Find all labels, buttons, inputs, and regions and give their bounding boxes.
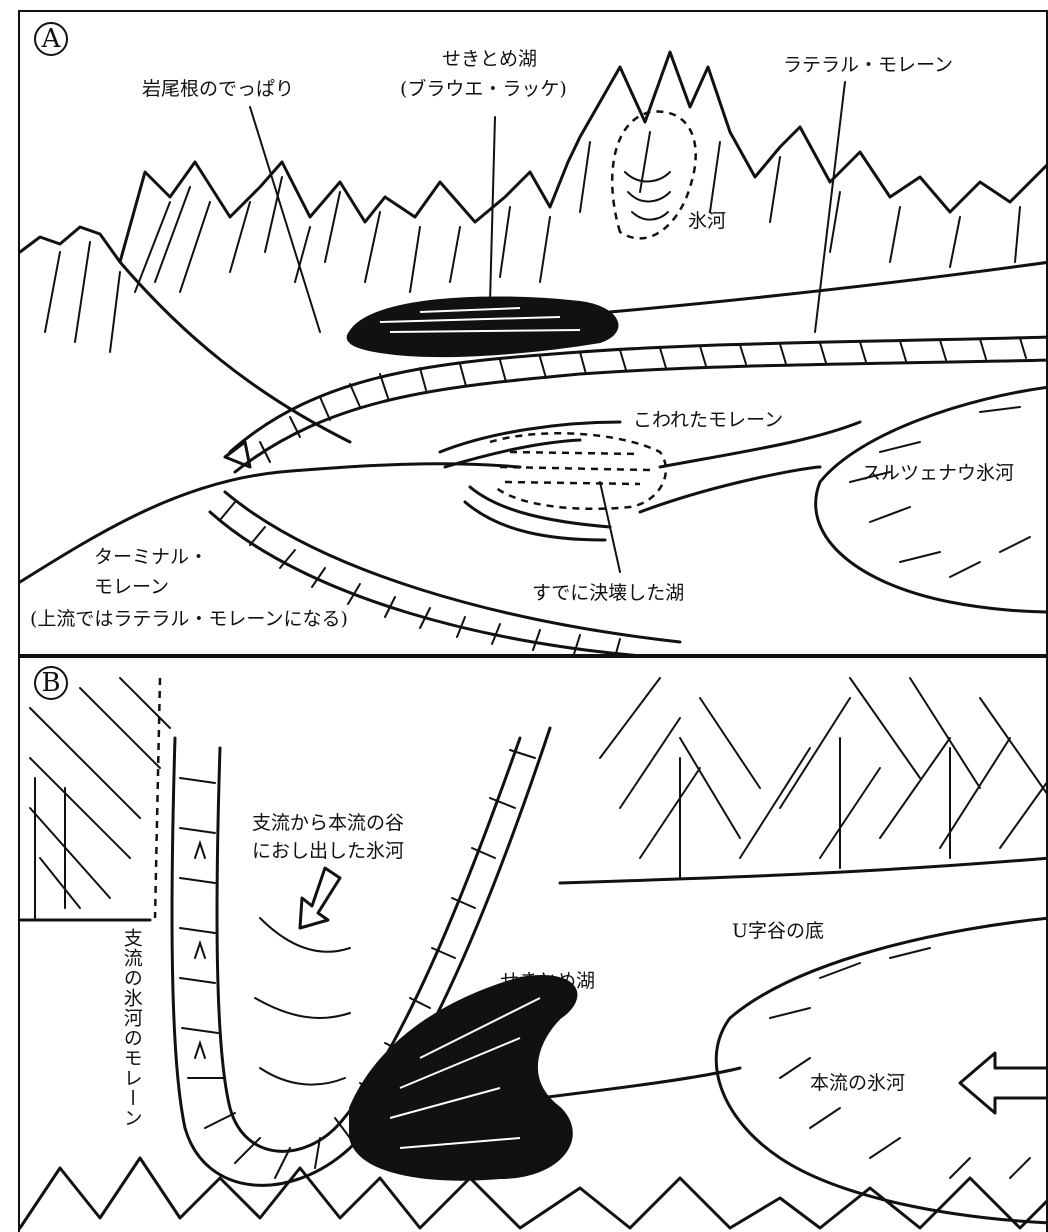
mountain-base-line [608, 261, 1046, 314]
terminal-moraine-top [223, 490, 682, 644]
small-glacier-lines [624, 171, 671, 221]
label-terminal-moraine-2: モレーン [94, 576, 170, 598]
right-ground-line [558, 856, 1046, 885]
terminal-knob [223, 440, 252, 469]
left-ridge-dotted [153, 677, 162, 919]
lateral-moraine-ticks [259, 337, 1027, 463]
lateral-pointer [814, 81, 846, 333]
panel-b: B 支流から本流の谷 におし出した氷河 U字谷の底 せきとめ湖 支流の氷河のモレ… [18, 656, 1048, 1232]
tributary-flow-arrow [298, 866, 342, 930]
panel-a-drawing [20, 50, 1046, 654]
mountain-skyline [20, 50, 1046, 264]
small-glacier-outline [611, 110, 697, 240]
panel-a-marker: A [34, 22, 68, 56]
moraine-up-arrows [194, 839, 206, 1059]
panel-b-marker: B [34, 666, 68, 700]
label-terminal-note: (上流ではラテラル・モレーンになる) [30, 608, 348, 630]
lake-pointer [489, 116, 496, 303]
label-sulzenau-glacier: スルツェナウ氷河 [862, 462, 1015, 484]
panel-b-drawing [20, 677, 1046, 1230]
left-slope [118, 260, 352, 444]
label-dammed-lake: せきとめ湖 [442, 48, 538, 70]
label-tributary-glacier-2: におし出した氷河 [252, 840, 405, 862]
rock-hatching [44, 131, 1021, 353]
broken-moraine-upper-b [443, 438, 582, 469]
label-lateral-moraine: ラテラル・モレーン [783, 54, 954, 76]
tributary-flow-lines [254, 917, 351, 1086]
sulzenau-lower-line [638, 465, 822, 514]
label-tributary-glacier-1: 支流から本流の谷 [252, 812, 405, 834]
bottom-mountains [20, 1156, 1046, 1230]
tributary-moraine-ticks [179, 749, 536, 1179]
burst-pointer [599, 481, 621, 573]
broken-moraine-lower [468, 485, 612, 529]
sulzenau-glacier-outline [814, 386, 1046, 614]
label-burst-lake: すでに決壊した湖 [532, 582, 685, 604]
label-glacier: 氷河 [688, 210, 727, 232]
panel-a: A 岩尾根のでっぱり せきとめ湖 (ブラウエ・ラッケ) ラテラル・モレーン 氷河… [18, 10, 1048, 656]
lateral-moraine-top [228, 335, 1046, 454]
broken-moraine-upper [438, 420, 622, 454]
label-rock-ridge: 岩尾根のでっぱり [142, 78, 295, 100]
terminal-moraine-bottom [208, 510, 638, 654]
burst-lake-dashes [499, 450, 651, 486]
label-terminal-moraine-1: ターミナル・ [94, 546, 209, 568]
terminal-moraine-ticks [219, 501, 621, 654]
label-main-glacier: 本流の氷河 [810, 1072, 906, 1094]
label-dammed-lake-name: (ブラウエ・ラッケ) [400, 78, 567, 100]
tributary-moraine-inner [215, 736, 522, 1153]
broken-moraine-lower-b [463, 500, 607, 542]
dammed-lake-b [349, 975, 578, 1181]
sulzenau-upper-line [658, 420, 862, 469]
lateral-moraine-bottom [233, 358, 1046, 474]
burst-lake-outline [489, 432, 668, 511]
ridge-pointer [249, 106, 321, 333]
left-slope-hatching [29, 677, 171, 919]
label-u-valley-floor: U字谷の底 [732, 920, 825, 942]
main-flow-arrow [958, 1051, 1046, 1115]
lake-outflow-line [538, 1066, 742, 1100]
label-dammed-lake-b: せきとめ湖 [500, 970, 596, 992]
main-glacier-outline [714, 916, 1046, 1225]
label-tributary-moraine: 支流の氷河のモレーン [120, 928, 143, 1128]
sulzenau-flow-lines [849, 406, 1031, 578]
right-mountain-hatching [599, 677, 1046, 879]
label-broken-moraine: こわれたモレーン [633, 409, 784, 431]
dammed-lake-a [346, 296, 619, 358]
tributary-moraine-outer [170, 726, 552, 1187]
main-glacier-flow-lines [769, 947, 1031, 1179]
